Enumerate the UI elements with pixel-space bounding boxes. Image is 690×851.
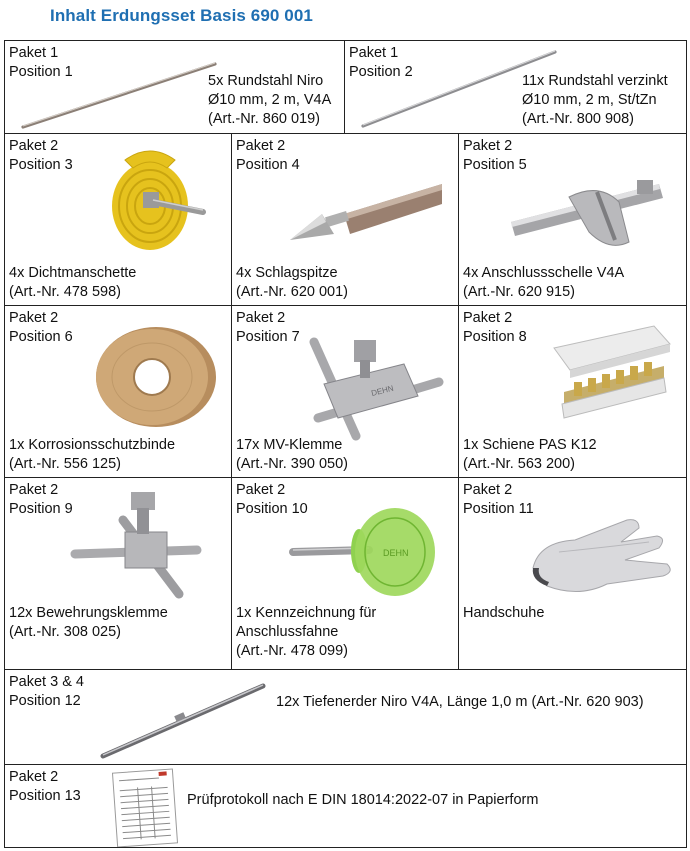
svg-text:DEHN: DEHN [383, 548, 409, 558]
paket-label: Paket 1 [9, 45, 59, 61]
marking-disc-icon: DEHN [289, 508, 435, 596]
galvanized-steel-rod-icon [361, 50, 557, 128]
connection-clamp-icon [511, 180, 663, 246]
position-label: Position 2 [349, 64, 413, 80]
mv-clamp-icon: DEHN [309, 337, 444, 441]
page-title: Inhalt Erdungsset Basis 690 001 [50, 6, 313, 25]
test-report-icon [111, 768, 179, 847]
round-steel-rod-icon [21, 62, 217, 129]
paket-label: Paket 1 [349, 45, 399, 61]
position-label: Position 1 [9, 64, 73, 80]
equipotential-bar-icon [553, 325, 671, 419]
driving-tip-icon [290, 184, 442, 240]
sealing-collar-icon [112, 150, 206, 250]
anti-corrosion-tape-icon [96, 327, 216, 427]
gloves-icon [532, 519, 671, 592]
deep-earth-rod-icon [100, 683, 266, 759]
reinforcement-clamp-icon [70, 492, 202, 599]
